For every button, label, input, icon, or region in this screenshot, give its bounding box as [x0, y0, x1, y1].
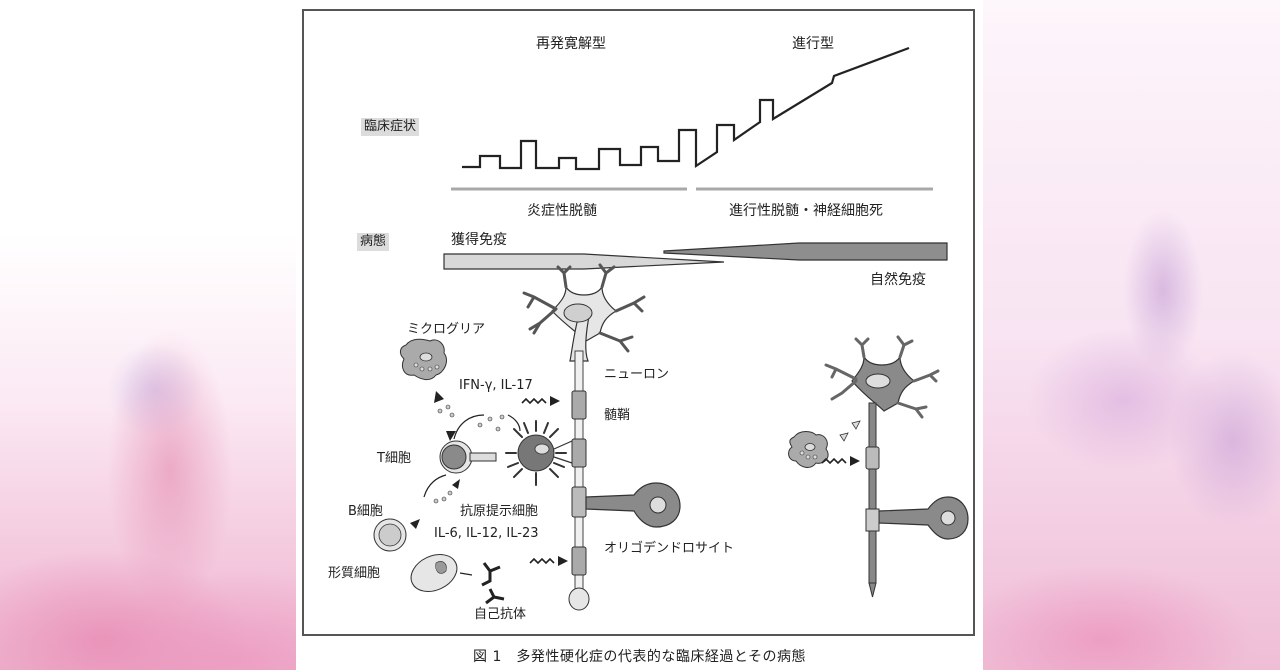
figure-frame: 再発寛解型 進行型 臨床症状 病態 炎症性脱髄 進行性脱髄・神経細胞死 獲得免疫…	[302, 9, 975, 636]
progressive-demyelination-label: 進行性脱髄・神経細胞死	[729, 203, 883, 219]
apc-cytokines-label: IL-6, IL-12, IL-23	[434, 526, 539, 541]
myelin-segment	[571, 486, 587, 518]
t-cell-illustration	[439, 431, 497, 474]
acquired-immunity-label: 獲得免疫	[451, 232, 507, 248]
cytokine-arrow-lower	[529, 556, 568, 566]
relapsing-remitting-label: 再発寛解型	[536, 36, 606, 52]
pathology-tag: 病態	[357, 233, 390, 251]
myelin-segment	[571, 546, 587, 576]
plasma-cell-illustration	[410, 554, 505, 605]
clinical-symptoms-tag: 臨床症状	[361, 118, 420, 136]
ms-course-diagram	[373, 46, 969, 611]
th-cytokines-label: IFN-γ, IL-17	[459, 378, 533, 393]
myelin-label: 髄鞘	[604, 408, 631, 423]
apc-illustration	[505, 420, 573, 486]
background-photo-right	[983, 0, 1280, 670]
acquired-immunity-wedge	[443, 253, 725, 270]
inflammatory-demyelination-label: 炎症性脱髄	[527, 203, 597, 219]
innate-immunity-label: 自然免疫	[870, 272, 926, 288]
oligodendrocyte-label: オリゴデンドロサイト	[604, 541, 735, 556]
t-cell-label: T細胞	[377, 451, 411, 466]
apc-label: 抗原提示細胞	[460, 504, 539, 519]
innate-immunity-wedge	[663, 242, 948, 261]
right-microglia-illustration	[788, 431, 860, 468]
neuron-label: ニューロン	[604, 367, 670, 382]
figure-page: 再発寛解型 進行型 臨床症状 病態 炎症性脱髄 進行性脱髄・神経細胞死 獲得免疫…	[296, 0, 983, 670]
degenerating-neuron-illustration	[824, 335, 969, 598]
progressive-label: 進行型	[792, 36, 834, 52]
microglia-illustration	[399, 338, 455, 418]
b-cell-illustration	[373, 474, 460, 552]
autoantibody-label: 自己抗体	[474, 607, 527, 622]
cytokine-arrow-upper	[521, 396, 560, 406]
figure-caption: 図 1 多発性硬化症の代表的な臨床経過とその病態	[473, 649, 806, 665]
myelin-segment	[571, 390, 587, 420]
myelin-segment	[865, 446, 880, 470]
background-photo-left	[0, 0, 296, 670]
neuron-illustration	[522, 263, 681, 611]
b-cell-label: B細胞	[348, 504, 383, 519]
microglia-label: ミクログリア	[407, 322, 486, 337]
plasma-cell-label: 形質細胞	[328, 566, 381, 581]
myelin-segment	[571, 438, 587, 468]
clinical-course-line	[462, 46, 910, 171]
